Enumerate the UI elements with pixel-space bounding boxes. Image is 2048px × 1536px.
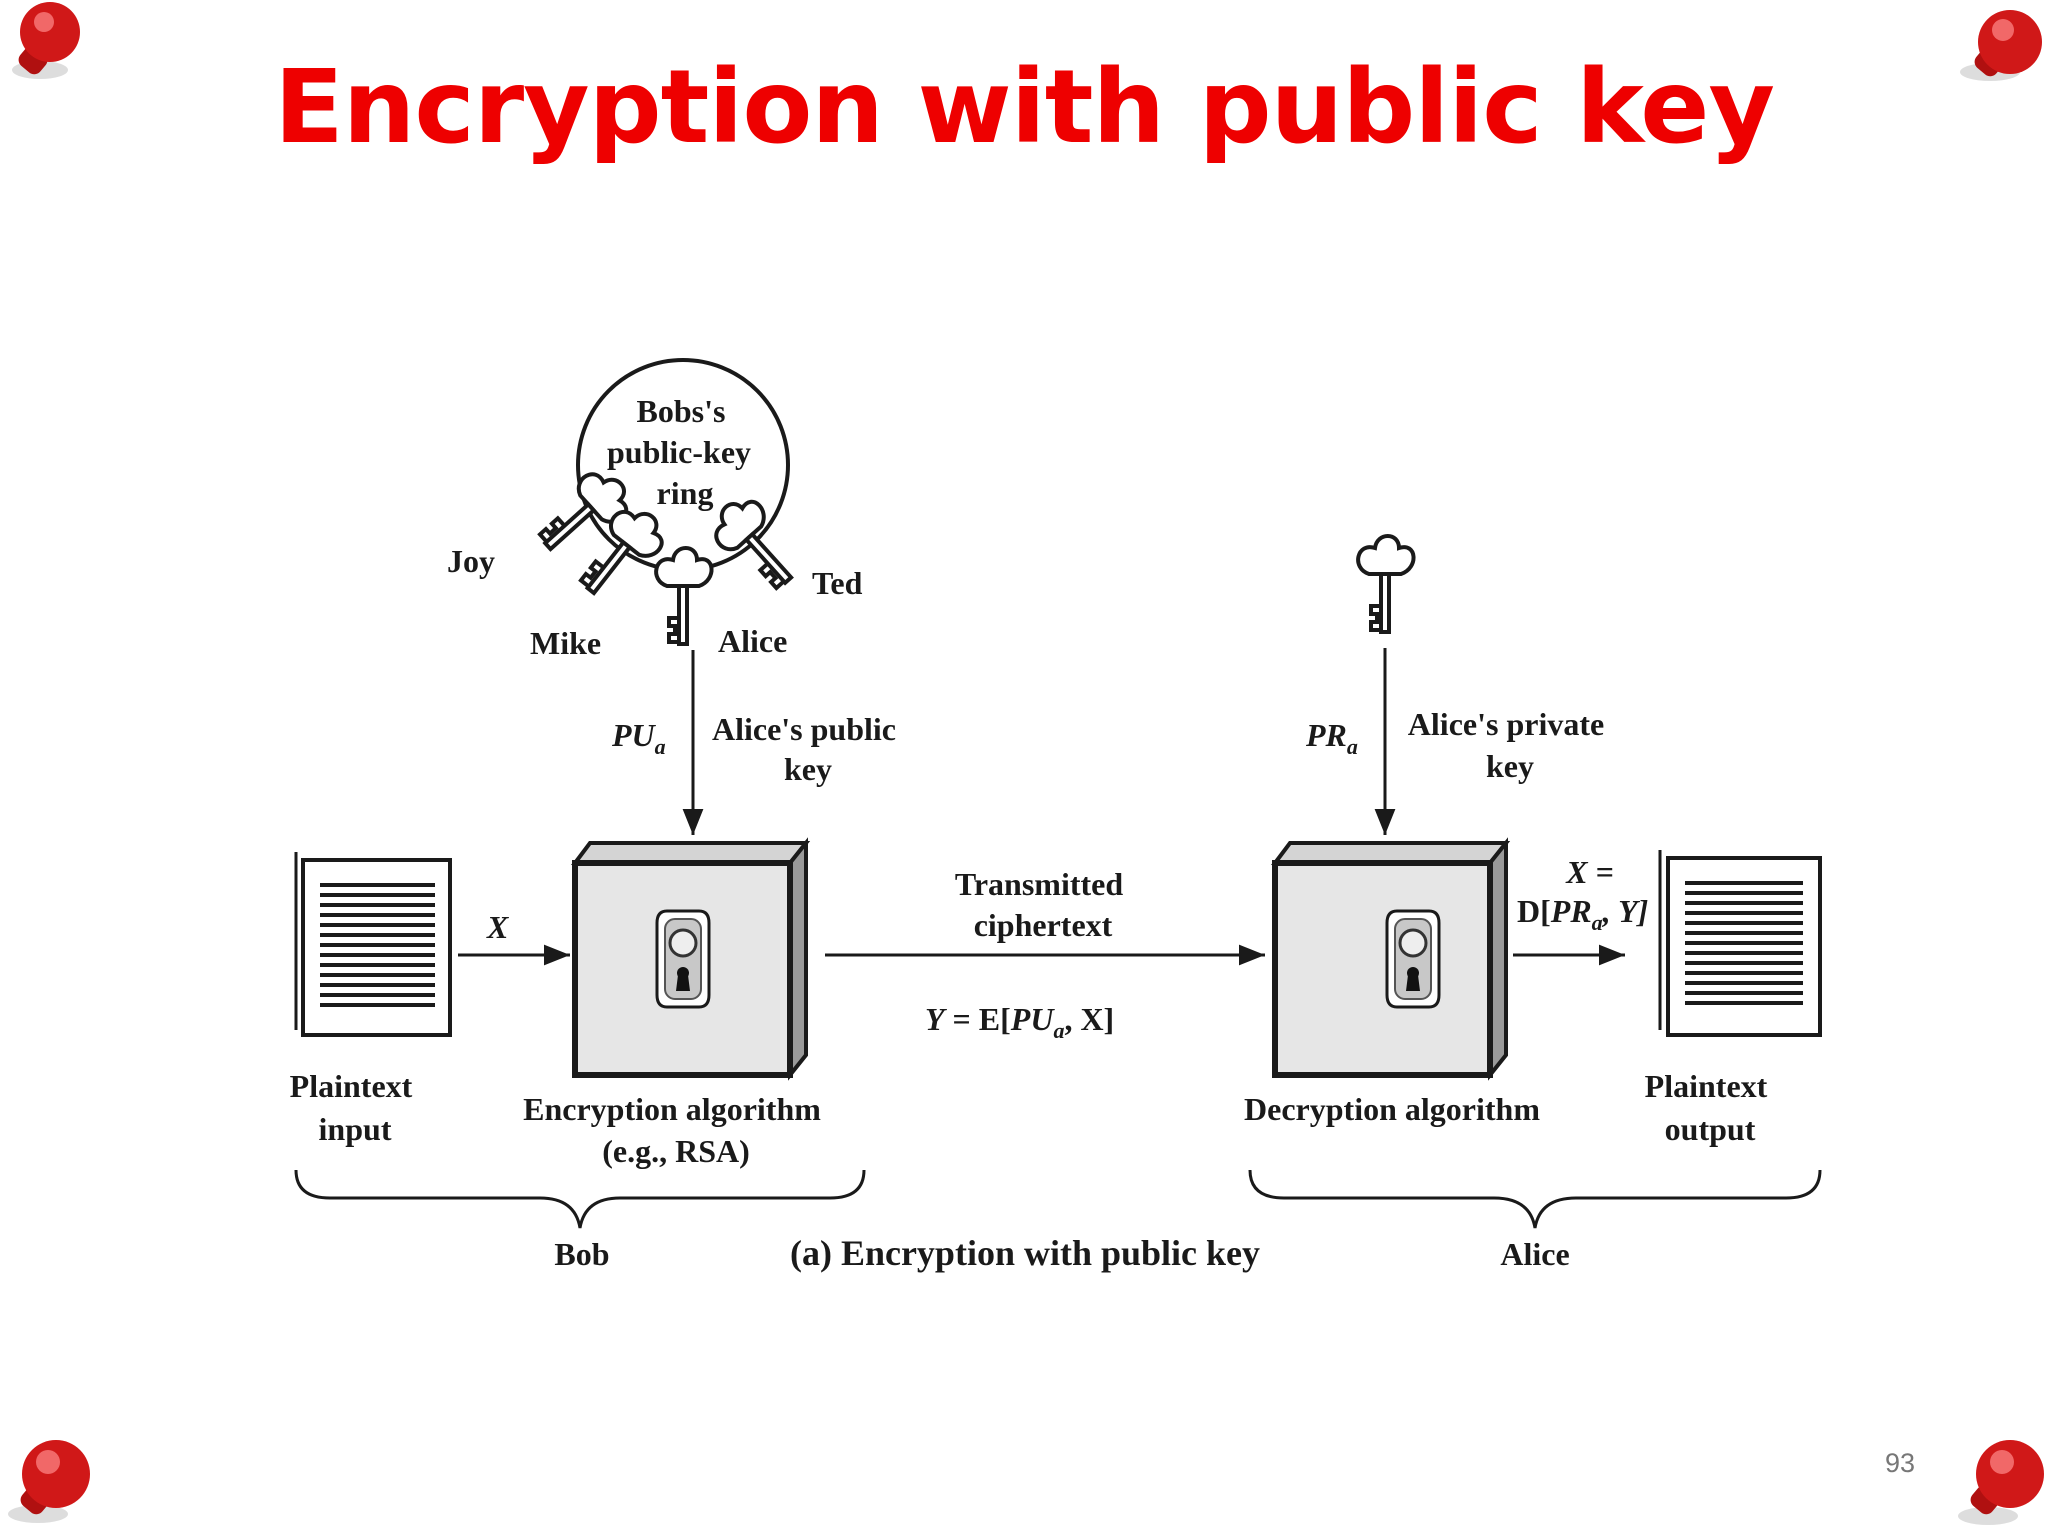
public-key-ring: Bobs's public-key ring Joy Mike Alice Te…: [447, 358, 863, 661]
plaintext-input-document-icon: [294, 852, 452, 1037]
pushpin-icon: [1958, 1440, 2044, 1525]
key-alice-icon: [654, 546, 714, 646]
output-formula-line1: X =: [1565, 854, 1614, 890]
group-label-bob: Bob: [554, 1236, 609, 1272]
page-number: 93: [1885, 1448, 1916, 1478]
plaintext-output-label: Plaintext output: [1645, 1068, 1776, 1147]
alice-brace: [1248, 1169, 1822, 1229]
pu-a-symbol: PUa: [611, 717, 666, 759]
pushpin-icon: [1960, 10, 2042, 81]
lock-icon: [655, 909, 711, 1009]
key-label-ted: Ted: [812, 565, 863, 601]
decryption-algorithm-label: Decryption algorithm: [1244, 1091, 1540, 1127]
figure-caption: (a) Encryption with public key: [790, 1233, 1260, 1273]
pushpin-icon: [12, 2, 80, 79]
pushpin-icon: [8, 1440, 90, 1523]
key-label-mike: Mike: [530, 625, 601, 661]
public-key-label: Alice's public key: [712, 711, 904, 787]
pr-a-symbol: PRa: [1305, 717, 1358, 759]
plaintext-input-label: Plaintext input: [290, 1068, 421, 1147]
lock-icon: [1385, 909, 1441, 1009]
private-key-icon: [1356, 534, 1416, 634]
plaintext-output-document-icon: [1658, 850, 1822, 1037]
encryption-algorithm-label: Encryption algorithm (e.g., RSA): [523, 1091, 829, 1169]
key-label-joy: Joy: [447, 543, 495, 579]
transmitted-ciphertext-label: Transmitted ciphertext: [955, 866, 1131, 943]
group-label-alice: Alice: [1500, 1236, 1569, 1272]
key-ted-icon: [701, 487, 812, 601]
decryption-algorithm-box: [1271, 837, 1511, 1081]
x-input-label: X: [486, 909, 509, 945]
slide-title: Encryption with public key: [274, 48, 1775, 167]
encryption-algorithm-box: [571, 837, 811, 1081]
private-key-label: Alice's private key: [1408, 706, 1612, 784]
key-label-alice: Alice: [718, 623, 787, 659]
output-formula-line2: D[PRa, Y]: [1517, 893, 1648, 935]
key-ring-label: Bobs's public-key ring: [607, 393, 759, 511]
bob-brace: [294, 1169, 866, 1229]
ciphertext-formula: Y = E[PUa, X]: [925, 1001, 1114, 1043]
